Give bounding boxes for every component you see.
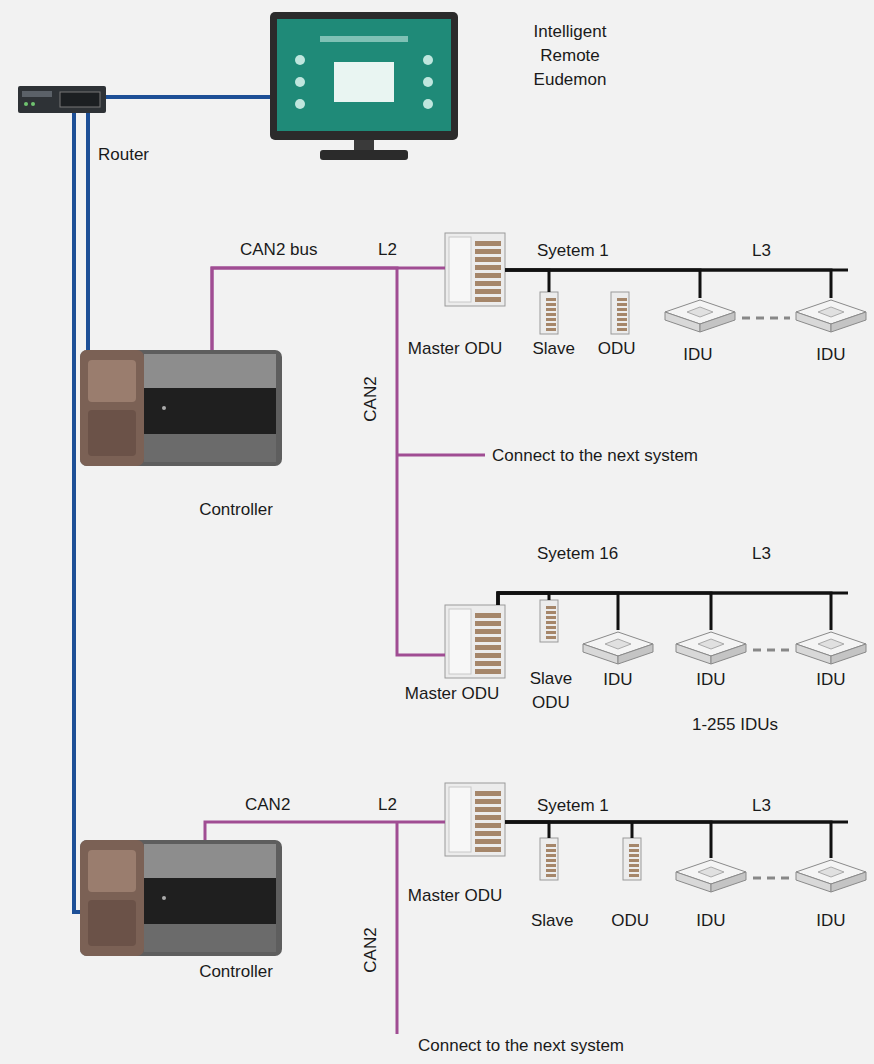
bus-label: Connect to the next system: [492, 446, 698, 466]
router-device: Router: [18, 86, 106, 113]
device-label: Slave ODU: [531, 911, 649, 931]
cable-connector: [498, 593, 549, 605]
bus-label: CAN2: [245, 795, 290, 815]
bus-label: L3: [752, 544, 771, 564]
cable-connector: [498, 593, 831, 630]
cable-connector: [505, 822, 711, 858]
device-label: IDU: [603, 670, 632, 690]
cable-connector: [86, 113, 90, 350]
controller-device: Controller: [80, 350, 282, 466]
slave-odu: Slave ODU: [540, 600, 558, 642]
cable-connector: [505, 270, 549, 292]
cable-connector: [106, 95, 270, 99]
indoor-unit: IDU: [665, 298, 735, 335]
master-odu: Master ODU: [445, 783, 505, 856]
device-label: IDU: [696, 670, 725, 690]
master-odu: Master ODU: [445, 605, 505, 678]
master-odu: Master ODU: [445, 233, 505, 306]
bus-label: L2: [378, 240, 397, 260]
bus-label: Syetem 1: [537, 241, 609, 261]
indoor-unit: IDU: [796, 298, 866, 335]
cable-connector: [505, 822, 831, 858]
bus-label-vertical: CAN2: [361, 927, 381, 972]
indoor-unit: IDU: [676, 858, 746, 895]
cable-connector: [205, 822, 445, 840]
device-label: Master ODU: [408, 339, 502, 359]
cable-connector: [212, 268, 445, 655]
monitor-device: Intelligent Remote Eudemon: [270, 12, 458, 162]
indoor-unit: IDU: [796, 630, 866, 667]
cable-connector: [74, 113, 80, 912]
slave-odu: Slave ODU: [540, 838, 641, 880]
device-label: Controller: [199, 962, 273, 982]
device-label: Master ODU: [405, 684, 499, 704]
slave-odu: Slave ODU: [536, 292, 629, 334]
device-label: IDU: [696, 911, 725, 931]
bus-label: L3: [752, 241, 771, 261]
device-label: Slave ODU: [526, 667, 576, 715]
bus-label: 1-255 IDUs: [692, 715, 778, 735]
cable-connector: [505, 270, 700, 298]
bus-label: L2: [378, 795, 397, 815]
device-label: IDU: [816, 345, 845, 365]
device-label: IDU: [816, 670, 845, 690]
device-label: IDU: [816, 911, 845, 931]
cable-connector: [498, 593, 711, 630]
device-label: Intelligent Remote Eudemon: [510, 20, 630, 92]
device-label: Slave ODU: [532, 339, 635, 359]
indoor-unit: IDU: [583, 630, 653, 667]
bus-label: Connect to the next system: [418, 1036, 624, 1056]
bus-label: Syetem 16: [537, 544, 618, 564]
device-label: Controller: [199, 500, 273, 520]
cable-connector: [498, 593, 618, 630]
bus-label-vertical: CAN2: [361, 376, 381, 421]
controller-device: Controller: [80, 840, 282, 956]
bus-label: CAN2 bus: [240, 240, 317, 260]
indoor-unit: IDU: [796, 858, 866, 895]
bus-label: L3: [752, 796, 771, 816]
bus-label: Syetem 1: [537, 796, 609, 816]
cable-connector: [505, 270, 831, 298]
device-label: IDU: [683, 345, 712, 365]
cable-connector: [505, 822, 549, 838]
cable-connector: [212, 268, 445, 350]
device-label: Router: [98, 145, 149, 165]
indoor-unit: IDU: [676, 630, 746, 667]
device-label: Master ODU: [408, 886, 502, 906]
